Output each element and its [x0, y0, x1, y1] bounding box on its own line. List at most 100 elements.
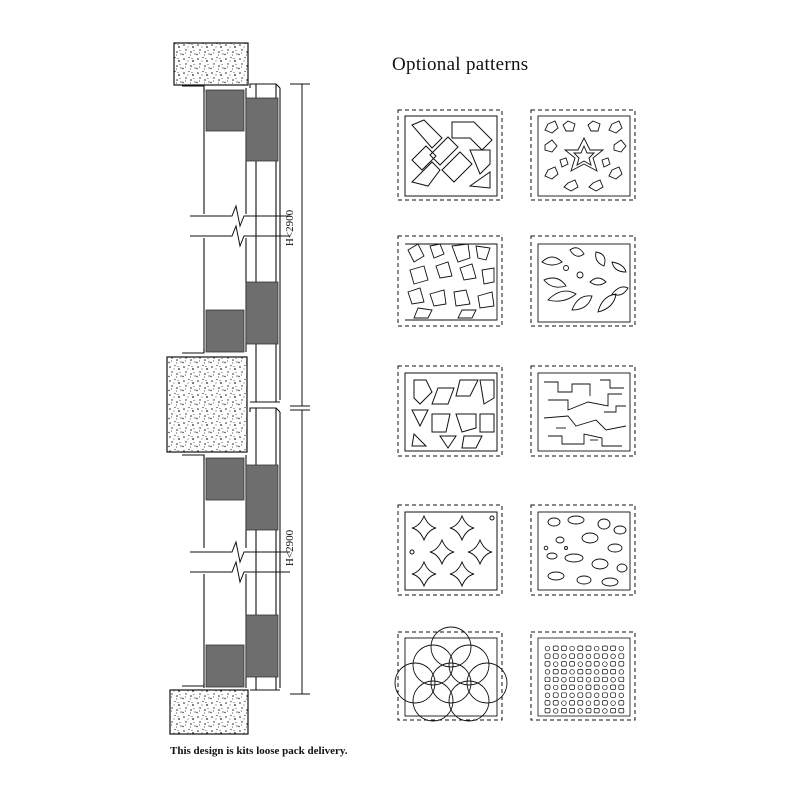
break-lines: [190, 204, 290, 584]
grid-cell: [602, 653, 608, 659]
grid-cell: [553, 684, 559, 691]
grid-cell: [561, 669, 567, 675]
grid-cell: [593, 708, 600, 714]
grid-cell: [569, 669, 575, 675]
grid-cell: [618, 653, 625, 659]
grid-cell: [569, 653, 575, 659]
grid-cell: [569, 692, 575, 698]
top-slab: [173, 42, 249, 86]
dimension-lines: [290, 83, 310, 695]
grid-cell: [561, 684, 567, 690]
grid-cell: [544, 684, 551, 690]
grid-cell: [552, 669, 559, 675]
grid-cell: [569, 700, 575, 706]
maze-pattern-icon: [404, 115, 498, 197]
bottom-slab: [169, 689, 249, 735]
grid-cell: [561, 700, 567, 706]
gray-panels: [205, 89, 279, 688]
grid-cell: [585, 661, 592, 667]
grid-cell: [602, 661, 608, 667]
upper-height-dimension: H<2900: [284, 209, 297, 247]
grid-cell: [585, 700, 592, 706]
lower-height-dimension: H<2900: [284, 529, 297, 567]
star-pattern-icon: [537, 115, 631, 197]
shard-pattern-icon: [405, 243, 498, 321]
grid-cell: [593, 684, 600, 690]
grid-cell: [544, 669, 551, 675]
grid-cell: [577, 684, 583, 691]
page-title: Optional patterns: [392, 54, 529, 75]
grid-cell: [610, 653, 616, 659]
grid-cell: [577, 669, 584, 675]
grid-cell: [561, 645, 567, 651]
grid-cell: [585, 677, 592, 683]
grid-cell: [618, 708, 625, 714]
grid-cell: [618, 692, 624, 698]
grid-cell: [618, 645, 624, 652]
grid-cell: [577, 692, 584, 698]
grid-cell: [552, 692, 559, 698]
grid-cell: [577, 708, 583, 714]
diamond-pattern-icon: [404, 511, 498, 591]
grid-cell: [618, 700, 625, 706]
grid-cell: [585, 669, 592, 675]
grid-cell: [552, 653, 559, 659]
grid-cell: [552, 645, 559, 651]
grid-cell: [544, 645, 551, 652]
grid-cell: [594, 669, 600, 675]
grid-cell: [544, 692, 551, 698]
concrete-slabs: [166, 42, 249, 735]
grid-cell: [593, 676, 600, 683]
grid-cell: [602, 692, 608, 698]
dot-pattern-icon: [537, 511, 631, 591]
grid-cell: [618, 669, 624, 675]
grid-cell: [602, 669, 608, 675]
grid-cell: [553, 661, 559, 667]
grid-cell: [610, 684, 616, 690]
middle-slab: [166, 356, 248, 453]
grid-cell: [544, 661, 551, 667]
grid-cell: [577, 661, 583, 667]
grid-cell: [544, 700, 551, 706]
leaf-pattern-icon: [537, 243, 631, 323]
grid-cell: [569, 676, 575, 683]
grid-cell: [610, 645, 616, 651]
grid-cell: [610, 700, 616, 706]
grid-cell: [553, 708, 559, 714]
grid-cell: [569, 661, 575, 667]
grid-cell: [577, 676, 584, 683]
grid-cell: [618, 661, 625, 667]
grid-cell: [593, 700, 600, 706]
grid-cell: [561, 692, 567, 698]
grid-pattern-icon: [537, 637, 631, 717]
grid-cell: [593, 653, 600, 659]
grid-cell: [594, 692, 600, 698]
grid-cell: [552, 700, 559, 706]
grid-cell: [552, 676, 559, 683]
grid-cell: [602, 684, 608, 691]
grid-cell: [610, 677, 616, 683]
grid-cell: [594, 645, 600, 652]
grid-cell: [610, 692, 616, 698]
grid-cell: [561, 661, 567, 667]
grid-cell: [585, 653, 592, 659]
grid-cell: [610, 708, 616, 714]
grid-pattern-cells: [544, 645, 625, 714]
grid-cell: [544, 653, 551, 659]
grid-cell: [544, 708, 551, 714]
grid-cell: [569, 684, 575, 690]
grid-cell: [602, 645, 608, 651]
grid-cell: [585, 684, 592, 690]
grid-cell: [585, 645, 592, 651]
grid-cell: [593, 661, 600, 667]
grid-cell: [618, 684, 625, 690]
grid-cell: [577, 653, 584, 659]
grid-cell: [610, 661, 616, 667]
grid-cell: [577, 645, 584, 651]
grid-cell: [602, 700, 608, 706]
grid-cell: [544, 676, 551, 683]
grid-cell: [561, 653, 567, 659]
grid-cell: [610, 669, 616, 675]
circuit-pattern-icon: [537, 372, 631, 452]
